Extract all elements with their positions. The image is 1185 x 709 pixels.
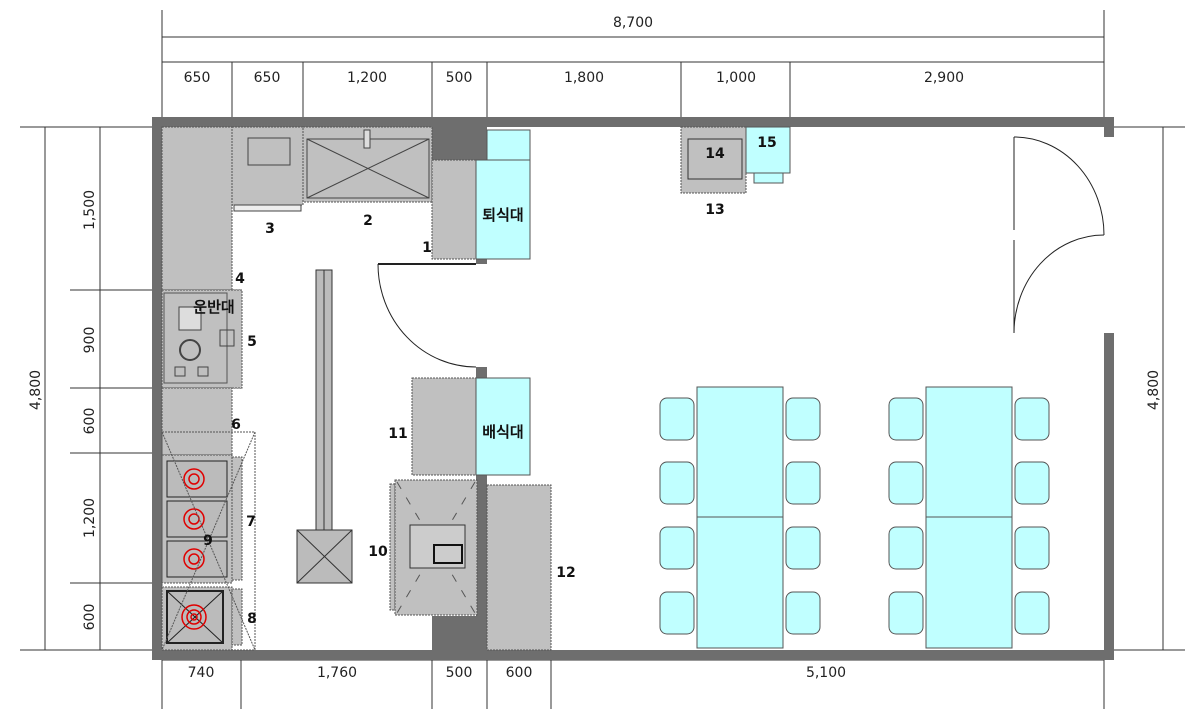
kitchen-door[interactable] <box>377 263 477 368</box>
label-11: 11 <box>388 426 407 442</box>
label-3: 3 <box>265 221 275 237</box>
label-12: 12 <box>556 565 575 581</box>
equipment-11 <box>411 377 477 476</box>
chair <box>659 526 695 570</box>
burner-icon <box>183 468 205 570</box>
chair <box>1014 461 1050 505</box>
dining-table <box>925 386 1013 518</box>
chair <box>785 591 821 635</box>
dim-left: 1,200 <box>82 498 98 538</box>
dim-bottom: 740 <box>188 665 215 681</box>
left-counter <box>161 126 233 291</box>
equipment-10 <box>389 479 478 616</box>
dim-left: 600 <box>82 604 98 631</box>
dim-bottom: 1,760 <box>317 665 357 681</box>
dim-top: 650 <box>254 70 281 86</box>
chair <box>785 461 821 505</box>
dim-top: 650 <box>184 70 211 86</box>
chair <box>659 397 695 441</box>
faucet-icon <box>363 129 371 149</box>
controls-7 <box>231 456 243 581</box>
chair <box>659 591 695 635</box>
equipment-14 <box>687 138 743 180</box>
label-2: 2 <box>363 213 373 229</box>
label-return-counter: 퇴식대 <box>482 206 523 224</box>
chair <box>1014 526 1050 570</box>
label-4: 4 <box>235 271 245 287</box>
chair <box>1014 591 1050 635</box>
dim-top: 1,200 <box>347 70 387 86</box>
equipment-1 <box>431 159 477 260</box>
label-6: 6 <box>231 417 241 433</box>
labels: 1 2 3 4 5 6 7 8 9 10 11 12 13 14 15 퇴식대 … <box>193 135 776 627</box>
chair <box>888 591 924 635</box>
label-15: 15 <box>757 135 776 151</box>
label-8: 8 <box>247 611 257 627</box>
range-burners-9 <box>161 454 233 651</box>
burner-icon <box>181 604 207 630</box>
equipment-13 <box>680 126 747 194</box>
dim-top: 1,800 <box>564 70 604 86</box>
equipment <box>161 126 791 651</box>
dim-bottom: 600 <box>506 665 533 681</box>
equipment-3 <box>231 126 304 206</box>
label-10: 10 <box>368 544 388 560</box>
chair <box>888 526 924 570</box>
chair <box>1014 397 1050 441</box>
label-13: 13 <box>705 202 724 218</box>
label-5: 5 <box>247 334 257 350</box>
dim-bottom: 500 <box>446 665 473 681</box>
dim-top: 2,900 <box>924 70 964 86</box>
entrance-double-door[interactable] <box>1013 136 1105 334</box>
dim-top: 500 <box>446 70 473 86</box>
dim-bottom: 5,100 <box>806 665 846 681</box>
chair <box>785 526 821 570</box>
equipment-12 <box>486 484 552 651</box>
dim-left: 900 <box>82 327 98 354</box>
serving-counter <box>475 377 531 476</box>
dining-table <box>696 516 784 649</box>
dining-area <box>659 386 1050 649</box>
dim-overall-height-right: 4,800 <box>1146 370 1162 410</box>
dining-table <box>925 516 1013 649</box>
chair <box>785 397 821 441</box>
label-1: 1 <box>422 240 432 256</box>
equipment-15 <box>745 126 791 174</box>
dining-table <box>696 386 784 518</box>
label-7: 7 <box>246 514 256 530</box>
dim-overall-width: 8,700 <box>613 15 653 31</box>
chair <box>888 461 924 505</box>
chair <box>659 461 695 505</box>
walls <box>152 117 1114 660</box>
controls-8 <box>231 588 243 646</box>
hood-6 <box>161 431 256 651</box>
dim-left: 1,500 <box>82 190 98 230</box>
label-serving-counter: 배식대 <box>482 423 523 441</box>
exhaust-duct <box>296 269 353 584</box>
dim-left: 600 <box>82 408 98 435</box>
return-counter <box>475 159 531 260</box>
label-transport-table: 운반대 <box>193 298 234 316</box>
dimension-texts: 8,700 650 650 1,200 500 1,800 1,000 2,90… <box>28 15 1162 681</box>
label-14: 14 <box>705 146 725 162</box>
dim-top: 1,000 <box>716 70 756 86</box>
label-9: 9 <box>203 533 213 549</box>
dim-overall-height-left: 4,800 <box>28 370 44 410</box>
chair <box>888 397 924 441</box>
